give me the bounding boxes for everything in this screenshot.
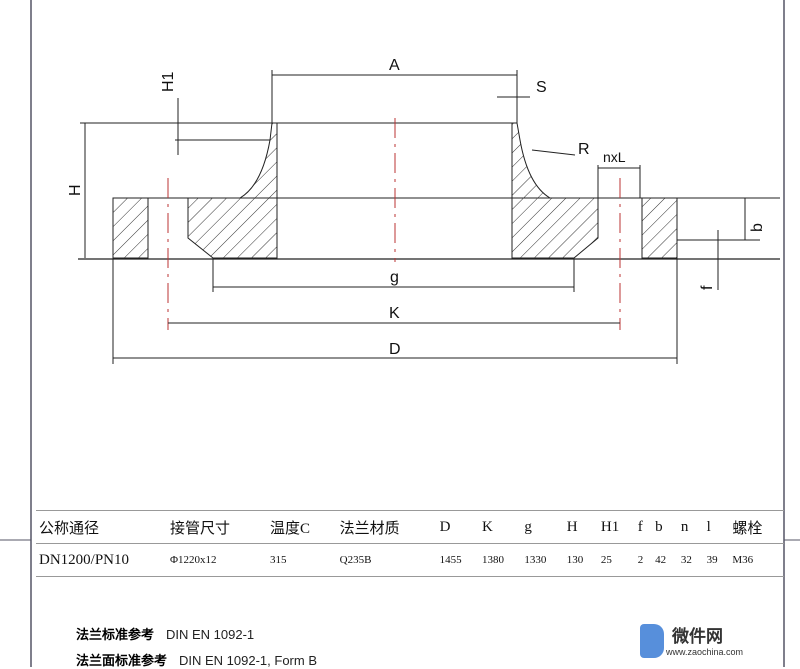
header-cell: K — [479, 510, 522, 544]
label-S: S — [536, 79, 547, 96]
watermark-logo — [640, 624, 664, 658]
spec-table: 公称通径 接管尺寸 温度C 法兰材质 D K g H H1 f b n l 螺栓… — [36, 510, 784, 577]
label-D: D — [389, 341, 401, 358]
header-cell: H1 — [597, 510, 635, 544]
cell: 25 — [597, 543, 635, 577]
header-cell: n — [677, 510, 704, 544]
label-H: H — [67, 184, 84, 196]
header-cell: 法兰材质 — [336, 510, 437, 544]
cell: M36 — [729, 543, 784, 577]
label-H1: H1 — [160, 71, 177, 92]
header-cell: 温度C — [266, 510, 337, 544]
label-R: R — [578, 141, 590, 158]
label-g: g — [390, 269, 399, 286]
cell: 32 — [677, 543, 704, 577]
ref-label: 法兰标准参考 — [76, 627, 155, 642]
ref-label: 法兰面标准参考 — [76, 653, 168, 668]
label-f: f — [699, 285, 716, 290]
ref-value: DIN EN 1092-1, Form B — [179, 653, 318, 668]
watermark-url: www.zaochina.com — [666, 647, 744, 657]
header-cell: H — [563, 510, 598, 544]
header-cell: f — [634, 510, 653, 544]
header-cell: g — [521, 510, 564, 544]
cell: Q235B — [336, 543, 437, 577]
cell: DN1200/PN10 — [36, 543, 167, 577]
label-A: A — [389, 57, 400, 74]
watermark-name: 微件网 — [672, 627, 723, 646]
cell: 42 — [652, 543, 678, 577]
cell: 2 — [634, 543, 653, 577]
header-cell: D — [436, 510, 480, 544]
header-cell: 螺栓 — [729, 510, 784, 544]
cell: 1455 — [436, 543, 480, 577]
cell: Φ1220x12 — [167, 543, 267, 577]
cell: 39 — [703, 543, 730, 577]
watermark: 微件网 www.zaochina.com — [640, 622, 743, 657]
label-K: K — [389, 305, 400, 322]
header-cell: l — [703, 510, 730, 544]
flange-standard-ref: 法兰标准参考 DIN EN 1092-1 — [76, 624, 254, 643]
ref-value: DIN EN 1092-1 — [166, 627, 255, 642]
cell: 1380 — [479, 543, 522, 577]
label-nxL: nxL — [603, 149, 626, 165]
table-row: DN1200/PN10 Φ1220x12 315 Q235B 1455 1380… — [36, 543, 784, 577]
header-cell: b — [652, 510, 678, 544]
flange-right-section — [511, 122, 678, 259]
cell: 315 — [266, 543, 337, 577]
table-header-row: 公称通径 接管尺寸 温度C 法兰材质 D K g H H1 f b n l 螺栓 — [36, 510, 784, 544]
header-cell: 接管尺寸 — [167, 510, 267, 544]
cell: 1330 — [521, 543, 564, 577]
flange-left-section — [112, 122, 278, 259]
cell: 130 — [563, 543, 598, 577]
header-cell: 公称通径 — [36, 510, 167, 544]
flange-face-standard-ref: 法兰面标准参考 DIN EN 1092-1, Form B — [76, 650, 317, 669]
label-b: b — [749, 223, 766, 232]
